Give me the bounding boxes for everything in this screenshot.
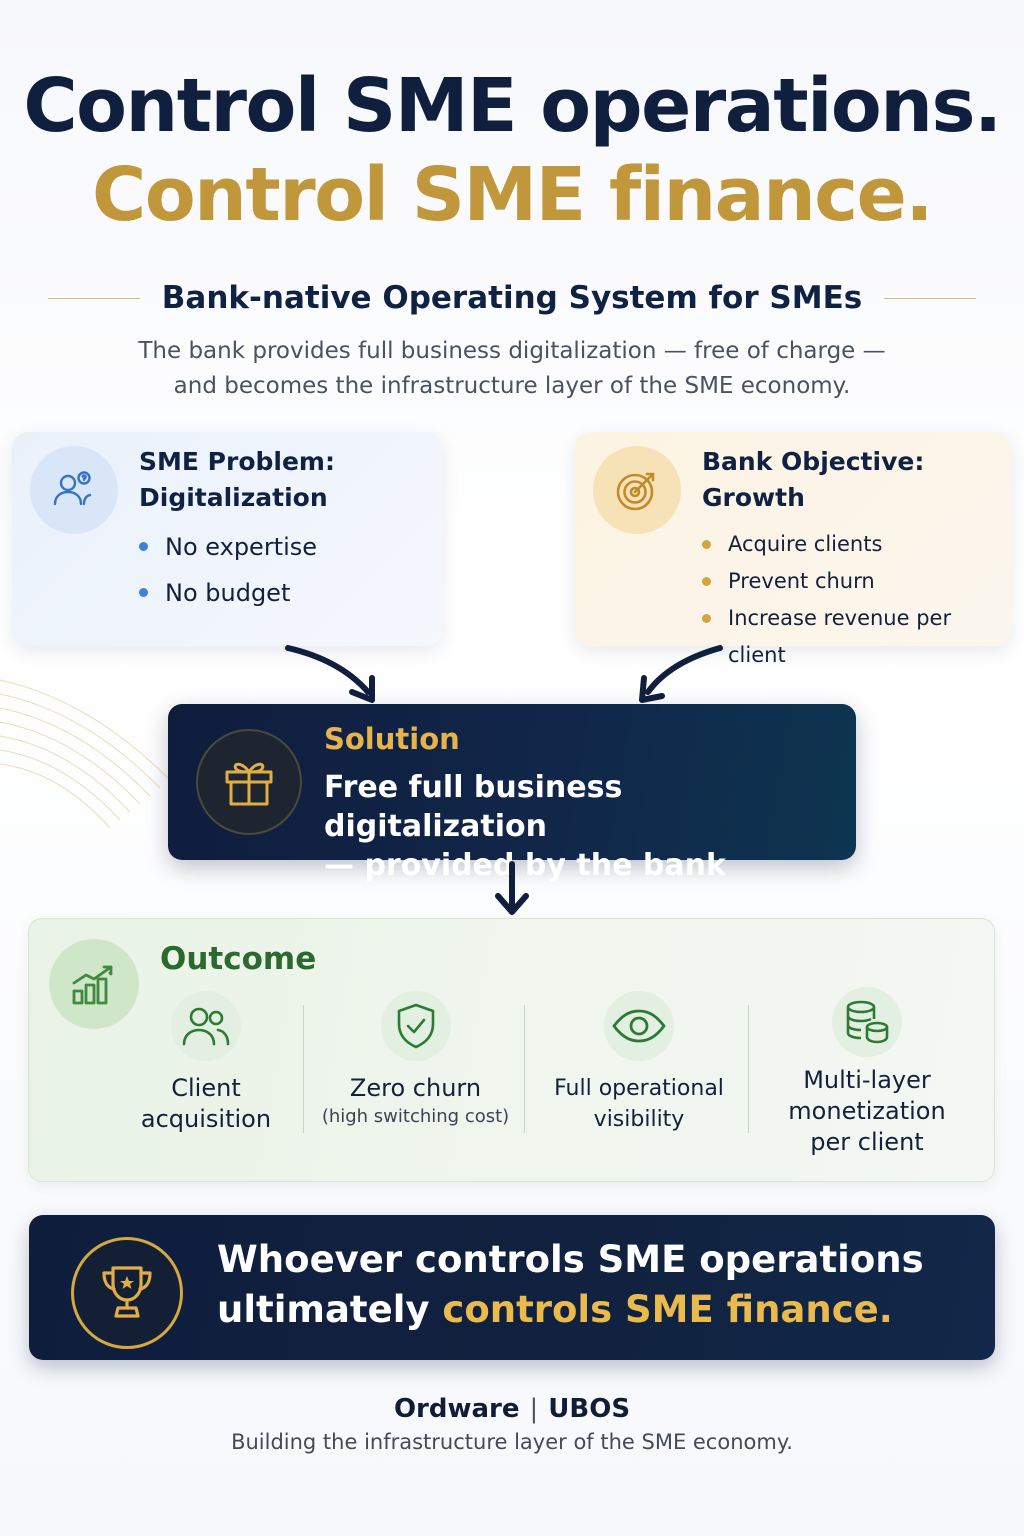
outcome-label: Multi-layer monetization per client [767,1065,967,1158]
problem-title-line2: Digitalization [139,483,328,512]
outcome-label-line: acquisition [140,1105,272,1133]
outcome-title: Outcome [160,941,317,977]
trophy-icon [71,1237,183,1349]
headline-line1: Control SME operations. [23,63,1002,149]
outcome-divider [524,1005,525,1133]
problem-title-line1: SME Problem: [139,447,335,476]
objective-bullet: Prevent churn [702,563,1011,600]
outcome-label-line: visibility [593,1107,685,1132]
banner-line2-plain: ultimately [217,1288,443,1331]
decorative-waves [0,679,171,829]
outcome-label-line: monetization [788,1097,946,1125]
banner-line2: ultimately controls SME finance. [217,1285,977,1335]
outcome-item-acquisition: Client acquisition [126,991,286,1135]
outcome-label-line: Client [171,1074,241,1102]
brand-ubos: UBOS [548,1394,631,1424]
banner-line2-gold: controls SME finance. [442,1288,893,1331]
problem-title: SME Problem: Digitalization [139,444,335,516]
objective-card: Bank Objective: Growth Acquire clients P… [575,432,1011,667]
outcome-label: Full operational visibility [534,1073,744,1135]
solution-card: Solution Free full business digitalizati… [168,704,856,883]
objective-title-line1: Bank Objective: [702,447,925,476]
outcome-sublabel: (high switching cost) [321,1106,510,1127]
arrow-solution-to-outcome [495,861,529,915]
growth-chart-icon [49,939,139,1029]
shield-check-icon [380,991,451,1061]
solution-label: Solution [324,722,460,756]
headline: Control SME operations. Control SME fina… [0,62,1024,240]
lede: The bank provides full business digitali… [0,334,1024,404]
solution-line2: — provided by the bank [324,848,726,883]
subtitle-rule-left [48,297,140,299]
problem-bullet: No expertise [139,524,317,570]
users-question-icon [30,446,118,534]
outcome-label-line: Multi-layer [803,1066,931,1094]
outcome-label: Client acquisition [126,1073,286,1135]
gift-icon [196,729,302,835]
footer-brand: Ordware | UBOS [0,1394,1024,1424]
subtitle: Bank-native Operating System for SMEs [161,280,863,316]
banner-line1: Whoever controls SME operations [217,1238,924,1281]
solution-line1: Free full business digitalization [324,770,623,844]
objective-bullet: Increase revenue per client [702,600,1011,674]
subtitle-rule-right [884,297,977,299]
lede-line1: The bank provides full business digitali… [138,338,886,364]
banner-text: Whoever controls SME operations ultimate… [217,1235,977,1335]
subtitle-row: Bank-native Operating System for SMEs [48,278,977,318]
objective-bullet: Acquire clients [702,526,1011,563]
headline-line2: Control SME finance. [92,151,933,238]
outcome-divider [303,1005,304,1133]
coins-stack-icon [832,987,902,1057]
outcome-item-churn: Zero churn (high switching cost) [313,991,518,1130]
objective-title-line2: Growth [702,483,805,512]
target-icon [593,446,681,534]
outcome-label: Zero churn (high switching cost) [313,1073,518,1130]
outcome-label-line: Full operational [554,1076,724,1101]
outcome-item-monetization: Multi-layer monetization per client [767,987,967,1158]
footer-tagline: Building the infrastructure layer of the… [231,1430,793,1454]
brand-separator: | [529,1394,539,1424]
problem-bullets: No expertise No budget [139,524,317,616]
problem-card: SME Problem: Digitalization No expertise… [12,432,442,646]
objective-title: Bank Objective: Growth [702,444,924,516]
users-icon [171,991,241,1061]
outcome-label-line: per client [810,1128,924,1156]
eye-icon [604,991,674,1061]
outcome-item-visibility: Full operational visibility [534,991,744,1135]
outcome-divider [748,1005,749,1133]
arrow-objective-to-solution [639,645,723,703]
arrow-problem-to-solution [285,645,375,703]
problem-bullet: No budget [139,570,317,616]
brand-ordware: Ordware [393,1394,520,1424]
outcome-card: Outcome Client acquisition Zero churn (h… [28,918,995,1182]
objective-bullets: Acquire clients Prevent churn Increase r… [702,526,1011,674]
outcome-label-line: Zero churn [349,1074,482,1102]
lede-line2: and becomes the infrastructure layer of … [173,373,851,399]
conclusion-banner: Whoever controls SME operations ultimate… [29,1215,995,1360]
solution-text: Free full business digitalization — prov… [324,768,844,885]
